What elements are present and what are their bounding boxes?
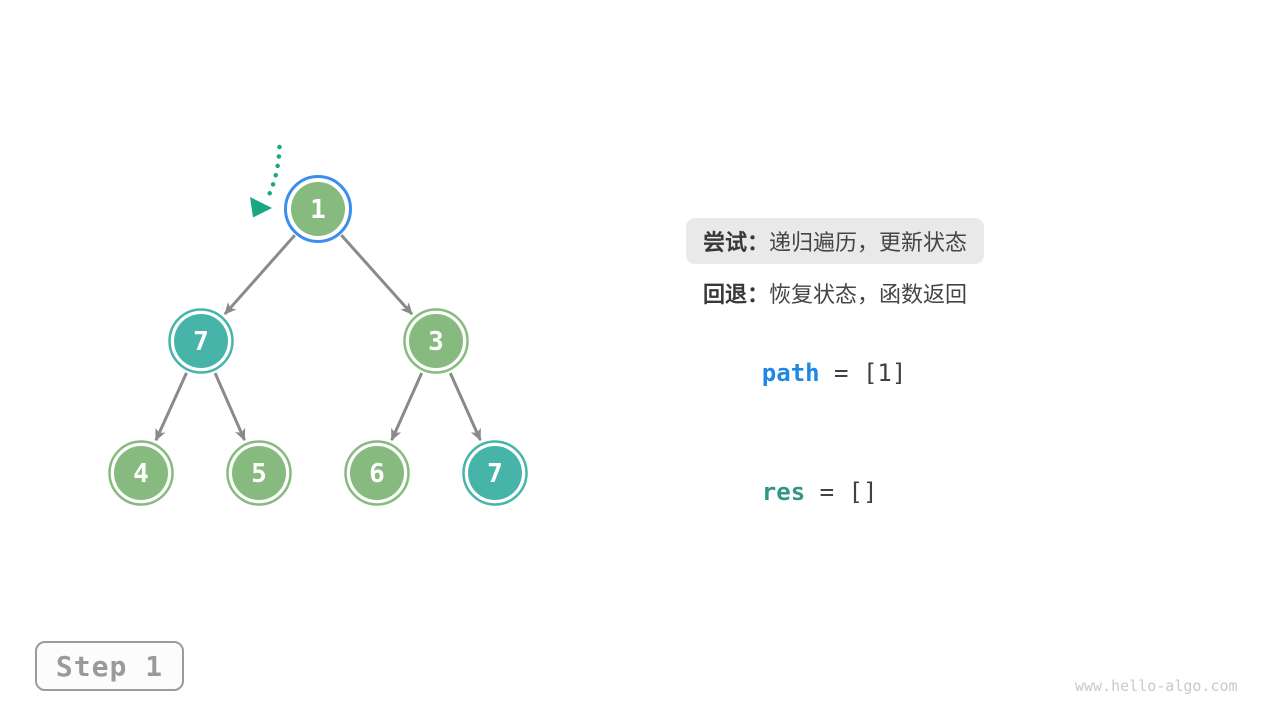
try-text: 递归遍历，更新状态 xyxy=(769,231,968,256)
res-variable-name: res xyxy=(761,478,806,506)
res-variable-value: = [] xyxy=(805,478,878,506)
node-fill xyxy=(114,446,168,500)
tree-node: 3 xyxy=(403,308,469,374)
step-badge-label: Step 1 xyxy=(55,649,164,683)
path-variable-line: path = [1] xyxy=(704,331,907,415)
pointer-arrowhead-icon xyxy=(250,197,272,218)
node-label: 4 xyxy=(133,459,149,489)
tree-edge xyxy=(390,372,424,442)
node-fill xyxy=(291,182,345,236)
try-annotation: 尝试： 递归遍历，更新状态 xyxy=(686,218,985,264)
tree-node: 7 xyxy=(462,440,528,506)
back-label: 回退： xyxy=(703,283,770,308)
pointer-dotted-trail-icon xyxy=(265,144,282,201)
tree-edge xyxy=(213,372,246,441)
try-label: 尝试： xyxy=(703,231,770,256)
tree-edge xyxy=(223,234,296,316)
node-fill xyxy=(409,314,463,368)
node-label: 6 xyxy=(369,459,385,489)
node-fill xyxy=(468,446,522,500)
watermark: www.hello-algo.com xyxy=(1075,677,1238,695)
node-label: 7 xyxy=(487,459,503,489)
back-annotation: 回退： 恢复状态，函数返回 xyxy=(703,279,968,308)
step-badge: Step 1 xyxy=(35,641,184,691)
tree-edge xyxy=(154,372,188,442)
binary-tree-diagram: 1 7 3 4 5 6 7 xyxy=(108,144,528,506)
path-variable-name: path xyxy=(761,359,820,387)
node-label: 3 xyxy=(428,327,444,357)
node-label: 5 xyxy=(251,459,267,489)
tree-edge xyxy=(340,234,414,316)
node-fill xyxy=(350,446,404,500)
path-variable-value: = [1] xyxy=(819,359,907,387)
tree-node: 4 xyxy=(108,440,174,506)
back-text: 恢复状态，函数返回 xyxy=(769,283,968,308)
res-variable-line: res = [] xyxy=(704,450,878,534)
tree-node: 1 xyxy=(284,175,352,243)
node-label: 7 xyxy=(193,327,209,357)
tree-node: 5 xyxy=(226,440,292,506)
tree-edge xyxy=(448,372,482,442)
node-fill xyxy=(174,314,228,368)
node-fill xyxy=(232,446,286,500)
node-label: 1 xyxy=(310,195,326,225)
tree-node: 7 xyxy=(168,308,234,374)
tree-node: 6 xyxy=(344,440,410,506)
